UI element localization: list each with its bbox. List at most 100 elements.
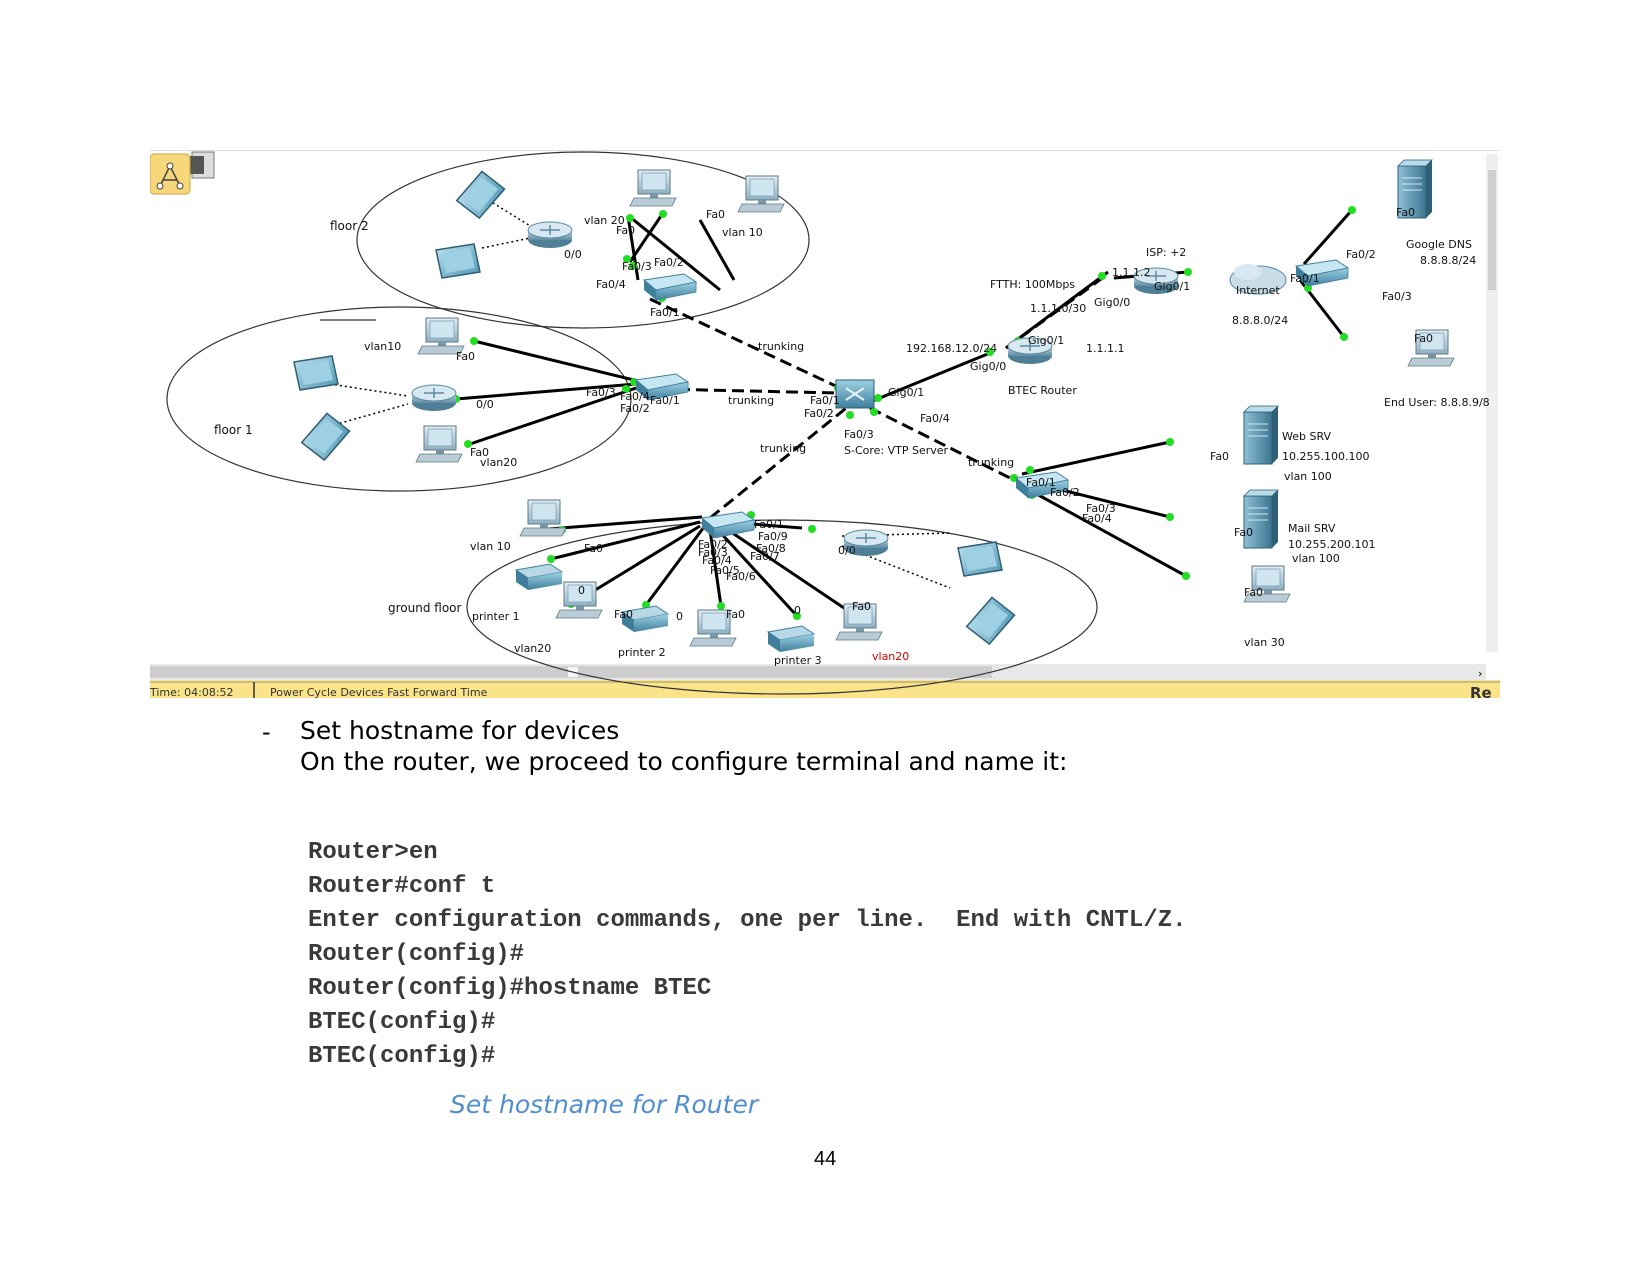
cli-line: BTEC(config)# xyxy=(308,1043,496,1070)
label: Internet xyxy=(1236,284,1280,297)
page-number: 44 xyxy=(814,1148,837,1170)
scroll-right-icon[interactable]: › xyxy=(1478,667,1482,680)
label: End User: 8.8.8.9/8 xyxy=(1384,396,1490,409)
zone-ground: ground floor xyxy=(388,601,462,615)
label: 1.1.1.1 xyxy=(1086,342,1124,355)
label: Fa0/3 xyxy=(844,428,874,441)
label: Fa0/4 xyxy=(620,390,650,403)
floor1-access-point-icon[interactable] xyxy=(411,384,457,412)
label: Gig0/0 xyxy=(1094,296,1130,309)
label: vlan 30 xyxy=(1244,636,1285,649)
label: Fa0/3 xyxy=(698,546,728,559)
label: Fa0/3 xyxy=(1382,290,1412,303)
label: Fa0 xyxy=(726,608,745,621)
label: Fa0/2 xyxy=(1050,486,1080,499)
label: Gig0/1 xyxy=(888,386,924,399)
label: printer 2 xyxy=(618,646,666,659)
status-bar xyxy=(150,680,1500,698)
label: vlan 20 xyxy=(584,214,625,227)
label-vlan20-red: vlan20 xyxy=(872,650,909,663)
link-label: trunking xyxy=(968,456,1014,469)
logical-view-icon[interactable] xyxy=(150,151,215,195)
floor2-access-point-icon[interactable] xyxy=(527,221,573,249)
label: 0 xyxy=(676,610,683,623)
label: Fa0 xyxy=(456,350,475,363)
cli-line: Router#conf t xyxy=(308,873,496,900)
label: Fa0/1 xyxy=(650,306,680,319)
label: Fa0/3 xyxy=(1086,502,1116,515)
label: Fa0 xyxy=(470,446,489,459)
label: 0 xyxy=(794,604,801,617)
label: Fa0/1 xyxy=(1290,272,1320,285)
label: ISP: +2 xyxy=(1146,246,1186,259)
label: BTEC Router xyxy=(1008,384,1077,397)
floor2-laptop-icon[interactable] xyxy=(435,243,481,279)
intro-text: On the router, we proceed to configure t… xyxy=(300,747,1068,776)
label: 0 xyxy=(578,584,585,597)
label: Fa0/1 xyxy=(1026,476,1056,489)
cli-line: Enter configuration commands, one per li… xyxy=(308,907,1187,934)
label: printer 3 xyxy=(774,654,822,667)
label: Fa0/1 xyxy=(650,394,680,407)
zone-floor2: floor 2 xyxy=(330,219,369,233)
ground-laptop-icon[interactable] xyxy=(957,541,1003,577)
label: S-Core: VTP Server xyxy=(844,444,949,457)
label: Fa0/1 xyxy=(754,518,784,531)
label: 0/0 xyxy=(838,544,856,557)
label: Fa0 xyxy=(1210,450,1229,463)
label: FTTH: 100Mbps xyxy=(990,278,1075,291)
label: Fa0/2 xyxy=(654,256,684,269)
label: Fa0/9 xyxy=(758,530,788,543)
label: Fa0 xyxy=(584,542,603,555)
ground-floor-area xyxy=(466,519,1098,695)
label: Fa0/4 xyxy=(1082,512,1112,525)
label: Fa0/6 xyxy=(726,570,756,583)
label: vlan 100 xyxy=(1292,552,1340,565)
label: 1.1.1.2 xyxy=(1112,266,1150,279)
cli-line: Router(config)#hostname BTEC xyxy=(308,975,712,1002)
label: Gig0/1 xyxy=(1028,334,1064,347)
mail-server-icon[interactable] xyxy=(1243,489,1279,549)
label: Fa0/2 xyxy=(620,402,650,415)
label: Web SRV xyxy=(1282,430,1332,443)
label: Fa0/3 xyxy=(622,260,652,273)
label: 0/0 xyxy=(476,398,494,411)
label: Fa0/2 xyxy=(698,538,728,551)
label: Fa0 xyxy=(1234,526,1253,539)
realtime-mode[interactable]: Re xyxy=(1470,684,1492,698)
label: Fa0/1 xyxy=(810,394,840,407)
label: Fa0 xyxy=(614,608,633,621)
label: printer 1 xyxy=(472,610,520,623)
link-label: trunking xyxy=(728,394,774,407)
label: Fa0/4 xyxy=(702,554,732,567)
label: Fa0 xyxy=(616,224,635,237)
label: 1.1.1.0/30 xyxy=(1030,302,1086,315)
label: Fa0 xyxy=(1396,206,1415,219)
cli-output: Router>en Router#conf t Enter configurat… xyxy=(308,836,1187,1074)
internet-cloud-icon[interactable] xyxy=(1229,264,1287,295)
status-actions[interactable]: Power Cycle Devices Fast Forward Time xyxy=(270,686,488,698)
label: Fa0 xyxy=(1414,332,1433,345)
floor1-laptop-icon[interactable] xyxy=(293,355,339,391)
core-switch-icon[interactable] xyxy=(835,379,875,409)
label: Gig0/1 xyxy=(1154,280,1190,293)
label: vlan20 xyxy=(514,642,551,655)
section-heading: Set hostname for devices xyxy=(300,716,620,745)
label: Fa0/4 xyxy=(920,412,950,425)
link-label: trunking xyxy=(760,442,806,455)
label: 8.8.8.0/24 xyxy=(1232,314,1288,327)
label: vlan 10 xyxy=(722,226,763,239)
list-bullet: - xyxy=(262,718,271,746)
network-topology-diagram: › Time: 04:08:52 Power Cycle Devices Fas… xyxy=(150,150,1500,698)
label: Mail SRV xyxy=(1288,522,1336,535)
cli-line: Router(config)# xyxy=(308,941,525,968)
web-server-icon[interactable] xyxy=(1243,405,1279,465)
cli-line: Router>en xyxy=(308,839,438,866)
label: 10.255.200.101 xyxy=(1288,538,1375,551)
label: vlan 100 xyxy=(1284,470,1332,483)
label: Fa0 xyxy=(852,600,871,613)
label: Fa0/4 xyxy=(596,278,626,291)
label: Fa0 xyxy=(706,208,725,221)
label: Fa0/8 xyxy=(756,542,786,555)
label: Google DNS xyxy=(1406,238,1472,251)
